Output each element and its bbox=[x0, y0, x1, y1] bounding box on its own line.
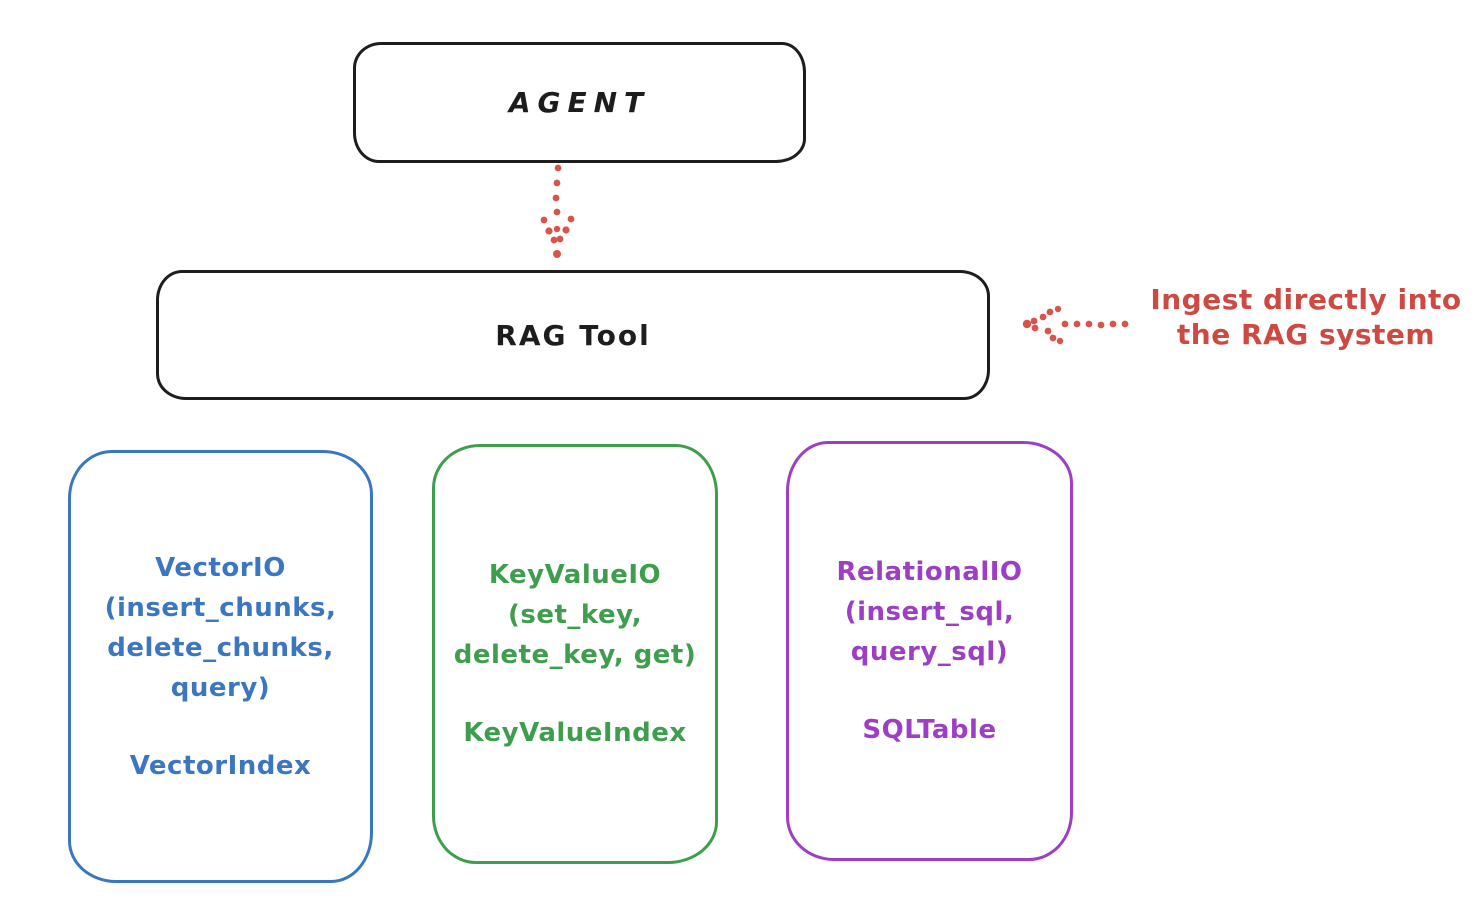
vector-io-node: VectorIO (insert_chunks, delete_chunks, … bbox=[68, 450, 373, 883]
vector-io-methods-1: (insert_chunks, bbox=[104, 592, 337, 623]
ingest-into-rag-arrow-icon bbox=[1022, 305, 1129, 345]
vector-io-methods-3: query) bbox=[170, 672, 271, 703]
relational-io-methods-1: (insert_sql, bbox=[844, 597, 1015, 627]
keyvalue-index-label: KeyValueIndex bbox=[463, 718, 687, 748]
rag-tool-label: RAG Tool bbox=[495, 318, 651, 352]
vector-index-label: VectorIndex bbox=[129, 750, 312, 781]
relational-io-methods-2: query_sql) bbox=[850, 637, 1009, 667]
keyvalue-io-methods-2: delete_key, get) bbox=[453, 640, 697, 670]
ingest-annotation: Ingest directly into the RAG system bbox=[1128, 282, 1484, 352]
relational-io-title: RelationalIO bbox=[836, 557, 1023, 587]
ingest-annotation-line2: the RAG system bbox=[1176, 318, 1436, 351]
relational-io-node: RelationalIO (insert_sql, query_sql) SQL… bbox=[786, 441, 1073, 861]
vector-io-title: VectorIO bbox=[155, 552, 286, 583]
ingest-annotation-line1: Ingest directly into bbox=[1150, 283, 1462, 316]
keyvalue-io-methods-1: (set_key, bbox=[508, 600, 642, 630]
agent-label: AGENT bbox=[508, 86, 651, 119]
agent-node: AGENT bbox=[353, 42, 806, 163]
agent-to-rag-arrow-icon bbox=[540, 164, 575, 258]
rag-tool-node: RAG Tool bbox=[156, 270, 990, 400]
keyvalue-io-title: KeyValueIO bbox=[488, 560, 662, 590]
sql-table-label: SQLTable bbox=[862, 715, 997, 745]
keyvalue-io-node: KeyValueIO (set_key, delete_key, get) Ke… bbox=[432, 444, 718, 864]
vector-io-methods-2: delete_chunks, bbox=[107, 632, 334, 663]
